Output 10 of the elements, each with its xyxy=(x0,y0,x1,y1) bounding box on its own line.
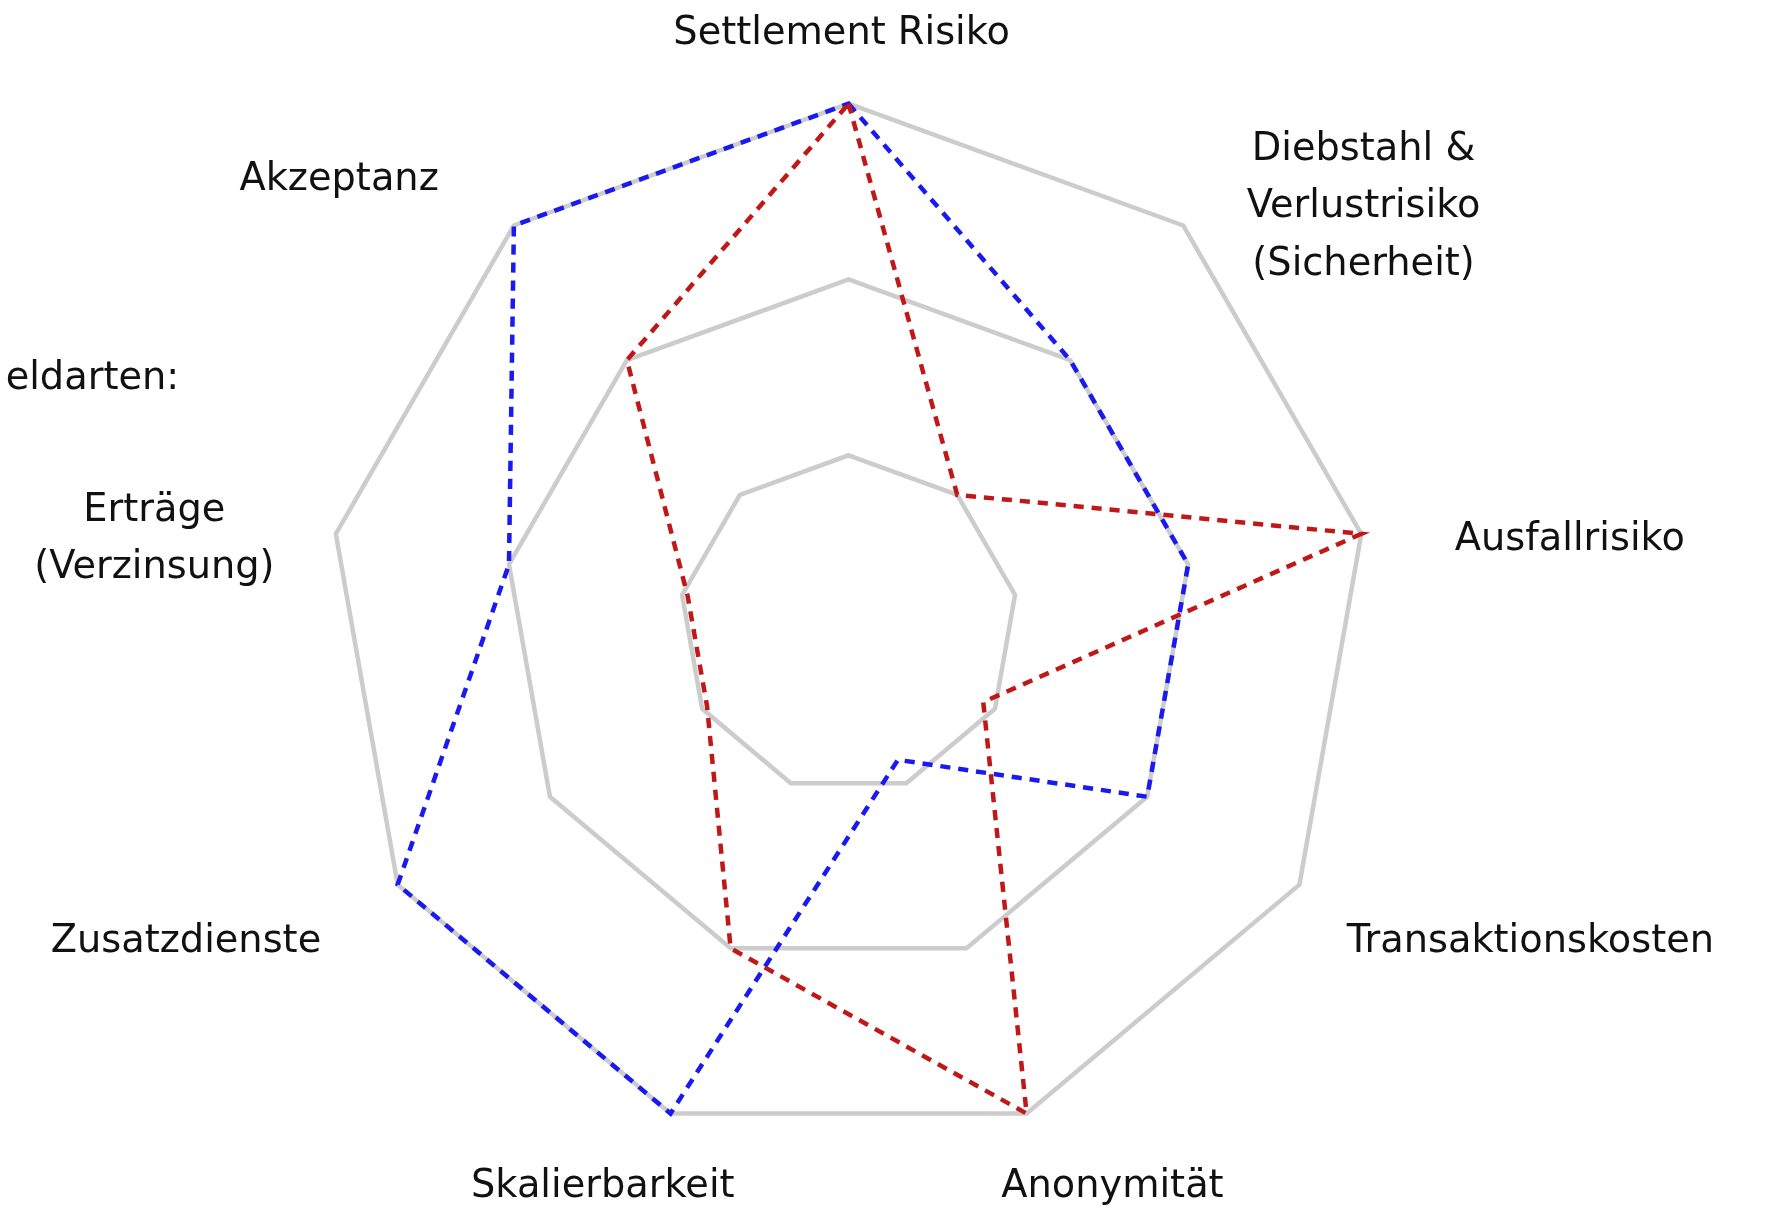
axis-label: Ausfallrisiko xyxy=(1454,512,1685,561)
axis-label: Skalierbarkeit xyxy=(471,1159,735,1208)
axis-label: Settlement Risiko xyxy=(673,6,1010,55)
legend-heading: eldarten: xyxy=(5,351,180,400)
axis-label: Erträge (Verzinsung) xyxy=(33,483,276,590)
axis-label: Zusatzdienste xyxy=(50,915,322,964)
axis-label: Anonymität xyxy=(1001,1159,1224,1208)
axis-label: Diebstahl & Verlustrisiko (Sicherheit) xyxy=(1245,122,1482,286)
axis-label: Akzeptanz xyxy=(239,153,439,202)
axis-label: Transaktionskosten xyxy=(1346,915,1715,964)
